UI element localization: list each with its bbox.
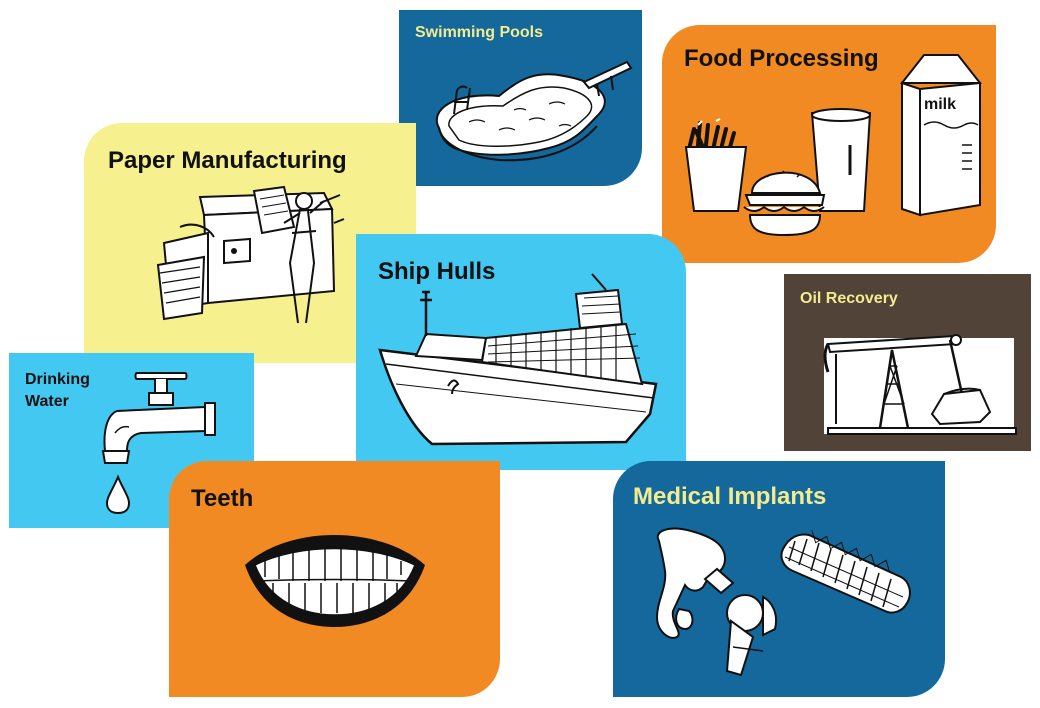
stent-icon xyxy=(613,461,945,697)
glass-icon xyxy=(812,109,870,211)
cargo-ship-icon xyxy=(356,234,686,470)
worker-figure xyxy=(284,193,324,323)
food-icons: milk xyxy=(662,25,996,263)
french-fries-icon xyxy=(686,119,746,211)
tile-medical-implants: Medical Implants xyxy=(613,461,945,697)
tile-teeth: Teeth xyxy=(169,461,500,697)
tile-drinking-water-label-line1: Drinking xyxy=(25,371,90,388)
tile-swimming-pools: Swimming Pools xyxy=(399,10,642,186)
tile-food-processing-label: Food Processing xyxy=(684,45,879,72)
milk-carton-text: milk xyxy=(924,96,956,113)
tile-oil-recovery: Oil Recovery xyxy=(784,274,1031,451)
tile-ship-hulls-label: Ship Hulls xyxy=(378,258,496,285)
water-drop-icon xyxy=(9,353,254,528)
teeth-smile-icon xyxy=(245,535,425,627)
bone-implant-icon xyxy=(613,461,945,697)
hamburger-icon xyxy=(744,171,824,235)
tile-medical-implants-label: Medical Implants xyxy=(633,483,827,510)
swimming-pool-icon xyxy=(399,10,642,186)
tile-ship-hulls: Ship Hulls xyxy=(356,234,686,470)
tile-drinking-water-label-line2: Water xyxy=(25,393,69,410)
tile-paper-manufacturing-label: Paper Manufacturing xyxy=(108,147,347,174)
milk-carton-icon: milk xyxy=(902,55,980,215)
tile-teeth-label: Teeth xyxy=(191,485,254,512)
tile-drinking-water: Drinking Water xyxy=(9,353,254,528)
tile-oil-recovery-label: Oil Recovery xyxy=(800,290,898,307)
faucet-icon xyxy=(9,353,254,528)
tile-food-processing: Food Processing milk xyxy=(662,25,996,263)
printing-press-icon xyxy=(84,123,416,363)
oil-pumpjack-icon xyxy=(784,274,1031,451)
tile-swimming-pools-label: Swimming Pools xyxy=(415,24,544,41)
